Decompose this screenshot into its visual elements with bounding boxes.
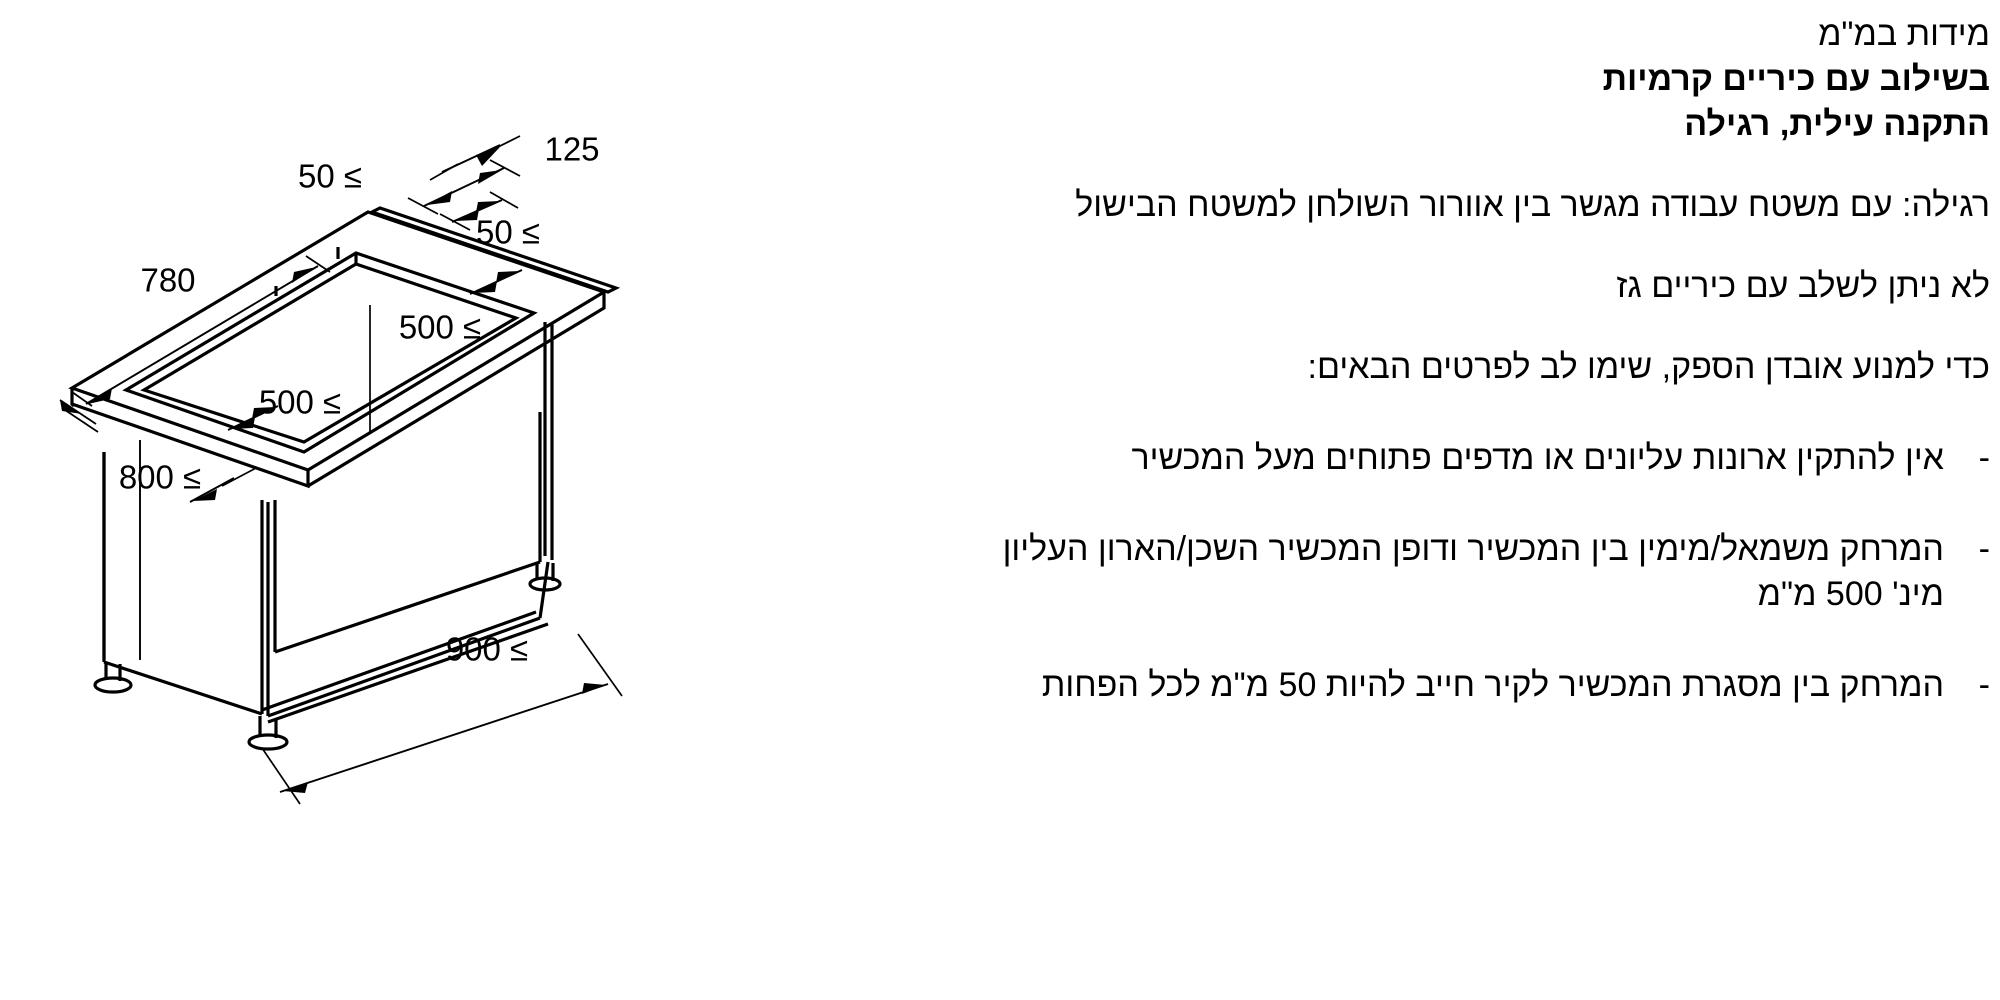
paragraph-power-loss-intro: כדי למנוע אובדן הספק, שימו לב לפרטים הבא…: [1307, 348, 1991, 386]
bullet-marker: -: [1978, 666, 1990, 704]
dimension-125: 125: [429, 131, 600, 181]
bullet-text-side-clearance-500: המרחק משמאל/מימין בין המכשיר ודופן המכשי…: [1002, 530, 1944, 613]
dim-label-780: 780: [140, 262, 195, 299]
adjustable-feet: [93, 562, 562, 751]
dim-label-min-50-right: ≥ 50: [476, 214, 540, 251]
dim-label-min-800: ≥ 800: [119, 459, 201, 496]
heading-block: מידות במ"מ בשילוב עם כיריים קרמיות התקנה…: [990, 0, 1990, 147]
paragraph-no-gas-hob: לא ניתן לשלב עם כיריים גז: [1616, 267, 1990, 305]
bullet-text-no-wall-cabinets: אין להתקין ארונות עליונים או מדפים פתוחי…: [1131, 439, 1944, 477]
dim-label-min-50-left: ≥ 50: [298, 158, 362, 195]
dim-label-min-900: ≥ 900: [446, 631, 528, 668]
heading-line-combination: בשילוב עם כיריים קרמיות: [1602, 60, 1990, 98]
ventilation-bridge: [367, 206, 621, 294]
list-item: - המרחק משמאל/מימין בין המכשיר ודופן המכ…: [990, 481, 1990, 617]
bullet-marker: -: [1978, 439, 1990, 477]
bullet-marker: -: [1978, 530, 1990, 568]
list-item: - המרחק בין מסגרת המכשיר לקיר חייב להיות…: [990, 617, 1990, 708]
isometric-line-drawing: 780 ≥ 50 125: [59, 131, 623, 805]
dimension-min-50-left: ≥ 50: [298, 158, 521, 215]
dimension-min-500-left: ≥ 500: [227, 384, 341, 431]
dimension-min-50-right: ≥ 50: [439, 191, 540, 251]
dimension-min-900: ≥ 900: [261, 631, 623, 805]
paragraph-standard-installation: רגילה: עם משטח עבודה מגשר בין אוורור השו…: [1075, 186, 1990, 224]
heading-line-installation-type: התקנה עילית, רגילה: [1684, 105, 1990, 143]
dimension-780: 780: [71, 255, 331, 407]
dim-label-min-500-right: ≥ 500: [399, 309, 481, 346]
dimension-min-500-right: ≥ 500: [369, 269, 523, 432]
dim-label-min-500-left: ≥ 500: [259, 384, 341, 421]
dim-label-125: 125: [544, 131, 599, 168]
installation-diagram: 780 ≥ 50 125: [59, 131, 623, 805]
list-item: - אין להתקין ארונות עליונים או מדפים פתו…: [990, 390, 1990, 481]
requirements-list: - אין להתקין ארונות עליונים או מדפים פתו…: [990, 390, 1990, 708]
bullet-text-wall-clearance-50: המרחק בין מסגרת המכשיר לקיר חייב להיות 5…: [1041, 666, 1944, 704]
dimension-min-800: ≥ 800: [59, 399, 257, 660]
instruction-text-pane: מידות במ"מ בשילוב עם כיריים קרמיות התקנה…: [990, 0, 2000, 1000]
heading-line-units: מידות במ"מ: [1818, 15, 1990, 53]
